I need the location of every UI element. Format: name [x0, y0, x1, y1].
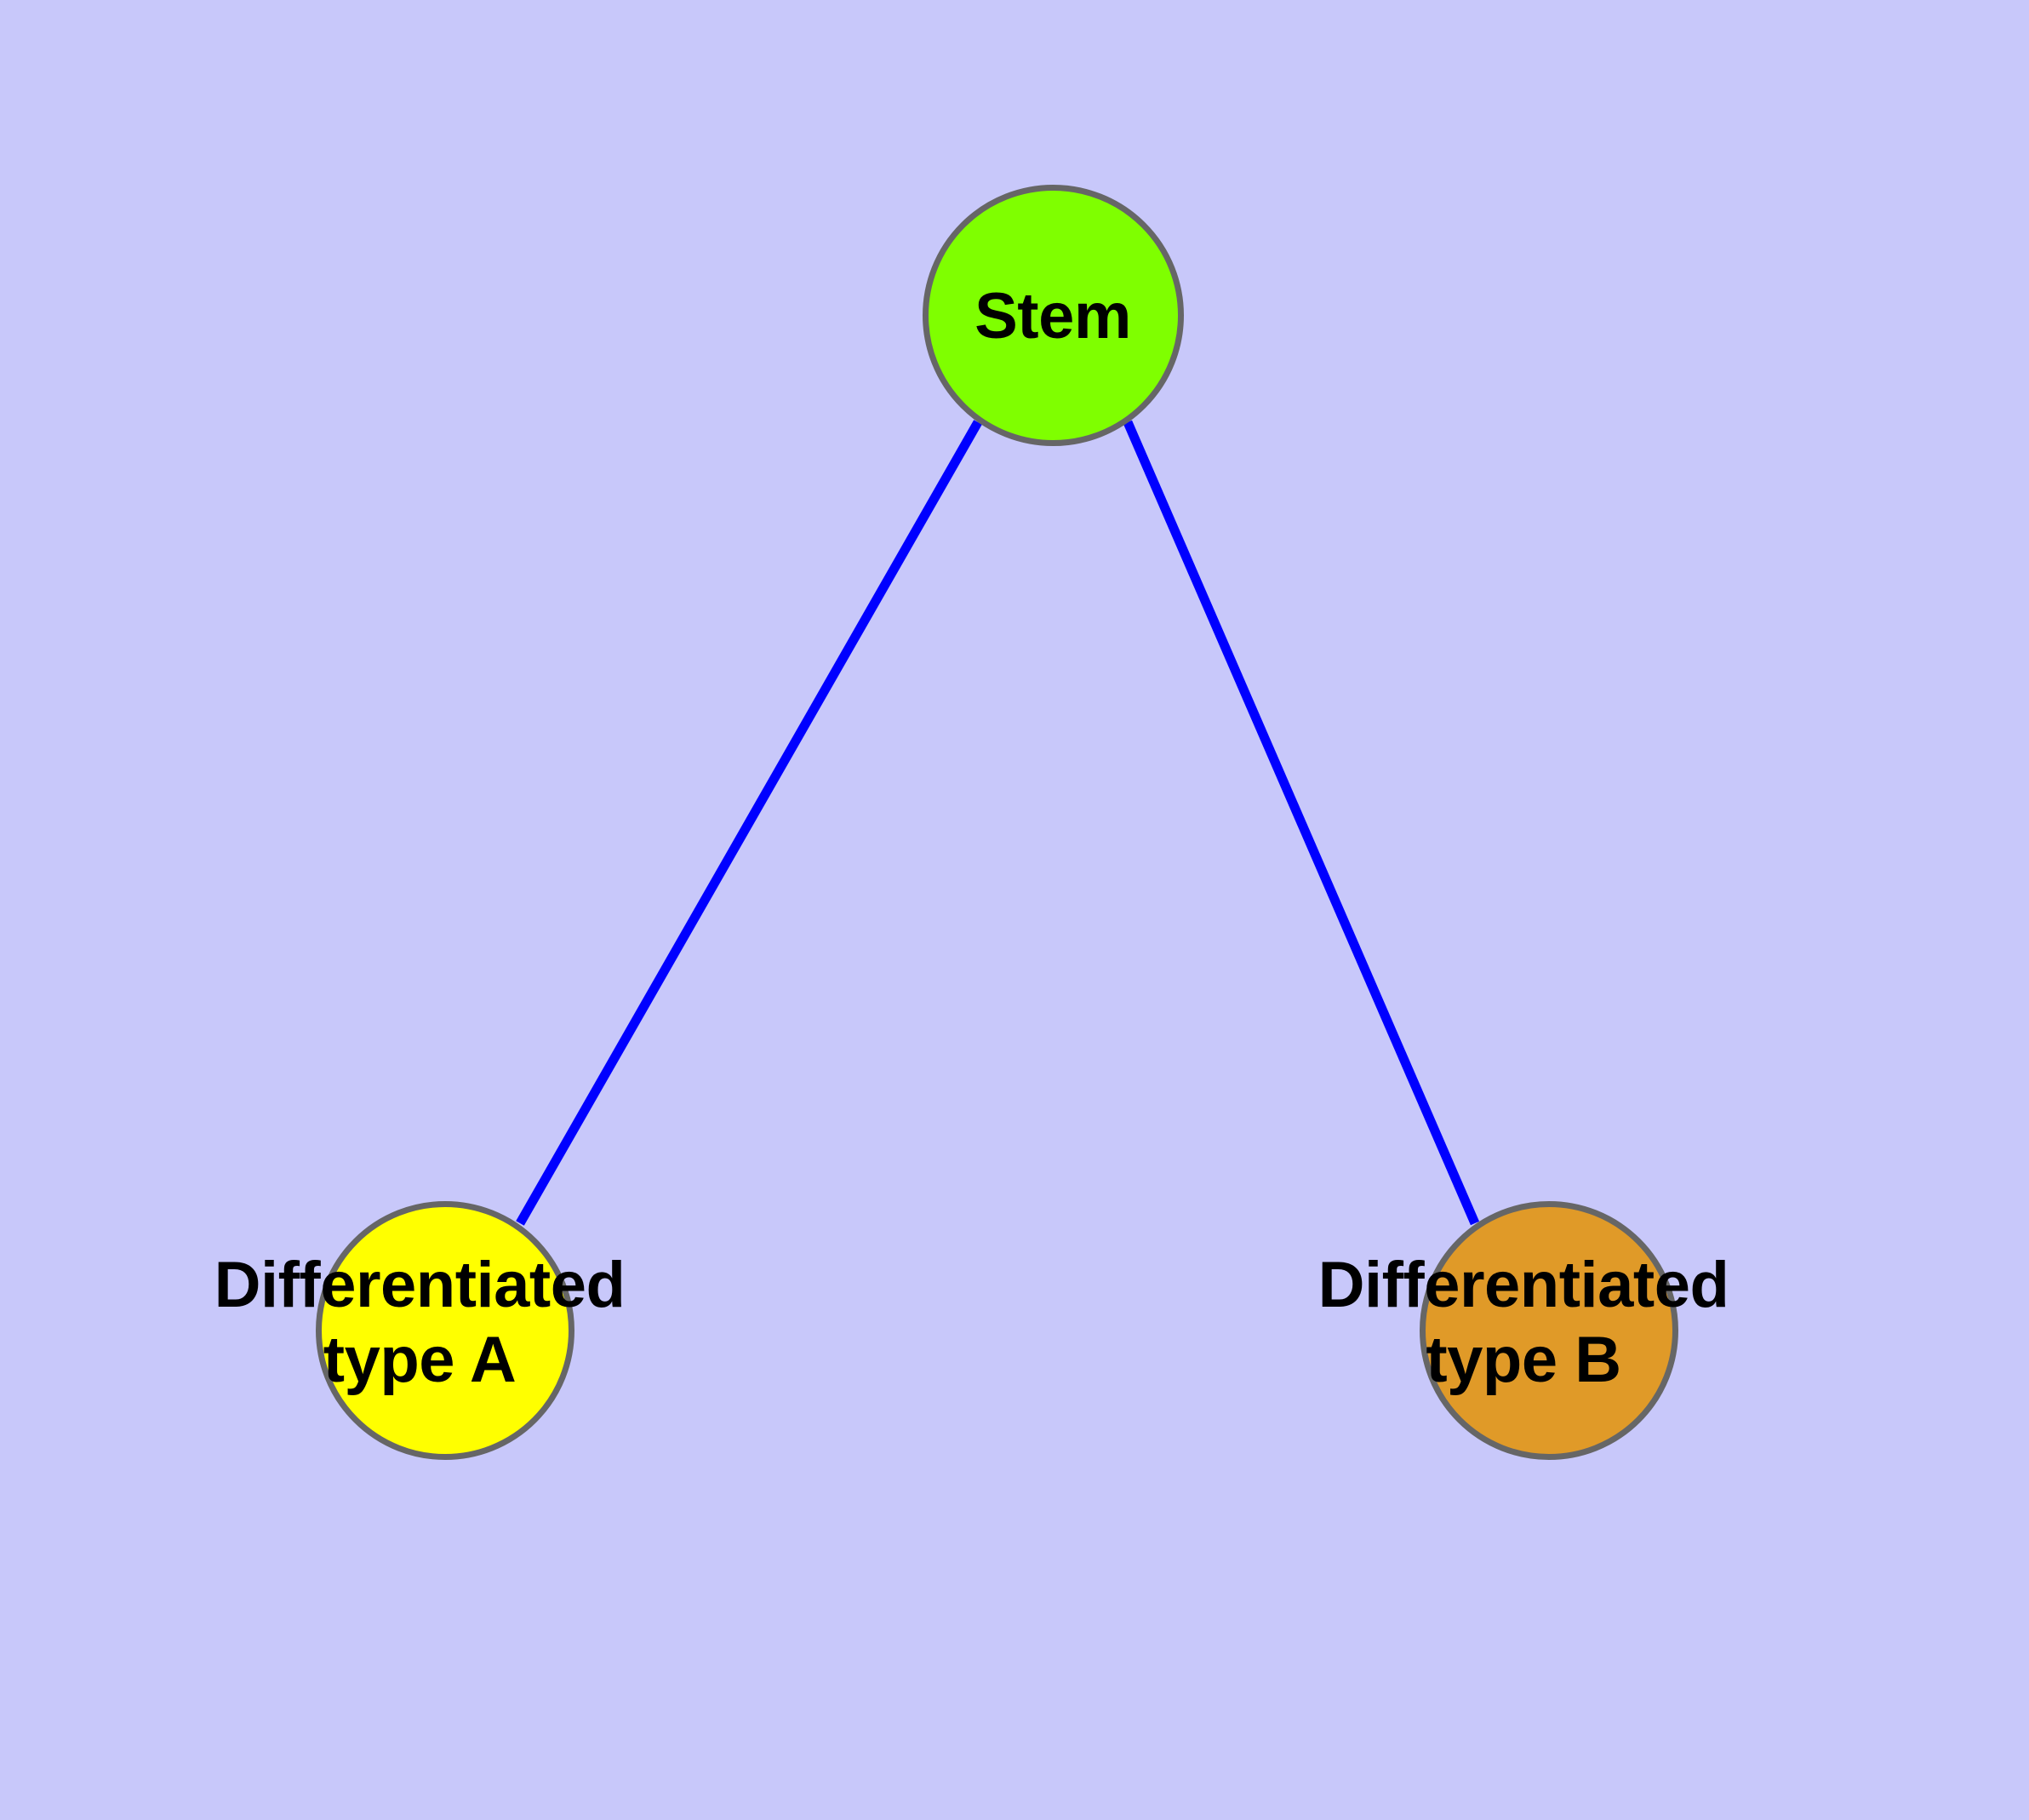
- edge-stem-to-differentiated-type-b[interactable]: [1123, 420, 1480, 1226]
- node-label-differentiated-type-b: Differentiated type B: [1268, 1248, 1779, 1398]
- node-label-stem: Stem: [974, 280, 1131, 352]
- node-label-differentiated-type-a: Differentiated type A: [164, 1248, 675, 1398]
- node-stem[interactable]: [923, 185, 1184, 446]
- label-line-2: type A: [323, 1324, 517, 1397]
- node-differentiated-type-b[interactable]: [1420, 1201, 1678, 1460]
- node-differentiated-type-a[interactable]: [316, 1201, 574, 1460]
- label-line-1: Differentiated: [1317, 1249, 1729, 1321]
- label-line-1: Differentiated: [214, 1249, 626, 1321]
- edge-stem-to-differentiated-type-a[interactable]: [516, 420, 982, 1226]
- label-line-2: type B: [1426, 1324, 1621, 1397]
